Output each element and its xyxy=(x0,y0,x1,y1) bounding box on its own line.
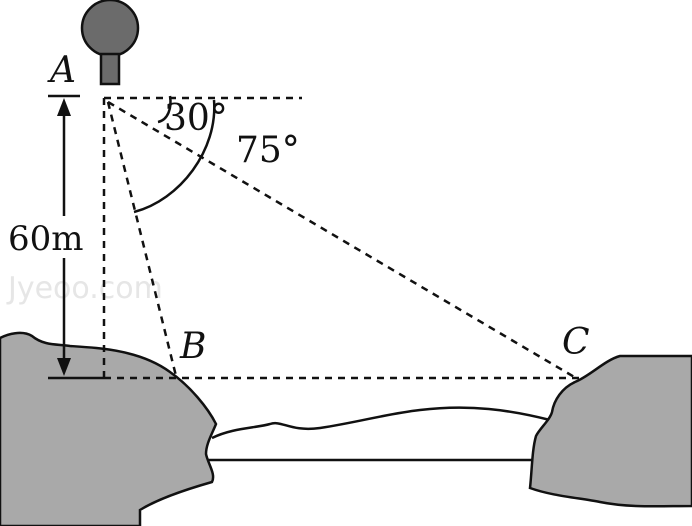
sightline-a-to-c xyxy=(107,100,577,380)
right-cliff xyxy=(528,354,692,508)
height-dimension-arrow xyxy=(57,98,71,376)
sightline-a-to-b xyxy=(106,101,178,377)
label-angle-75: 75° xyxy=(236,130,300,171)
river-upper-bank xyxy=(211,406,551,440)
angle-arc-30 xyxy=(157,95,172,124)
angle-arc-75 xyxy=(133,99,216,214)
label-angle-30: 30° xyxy=(164,98,228,139)
watermark: Jyeoo.com xyxy=(6,271,163,306)
label-point-c: C xyxy=(562,322,590,363)
label-point-b: B xyxy=(179,326,206,367)
label-height: 60m xyxy=(8,219,84,259)
left-cliff xyxy=(0,331,218,526)
balloon-icon xyxy=(80,0,140,86)
label-point-a: A xyxy=(47,50,76,91)
